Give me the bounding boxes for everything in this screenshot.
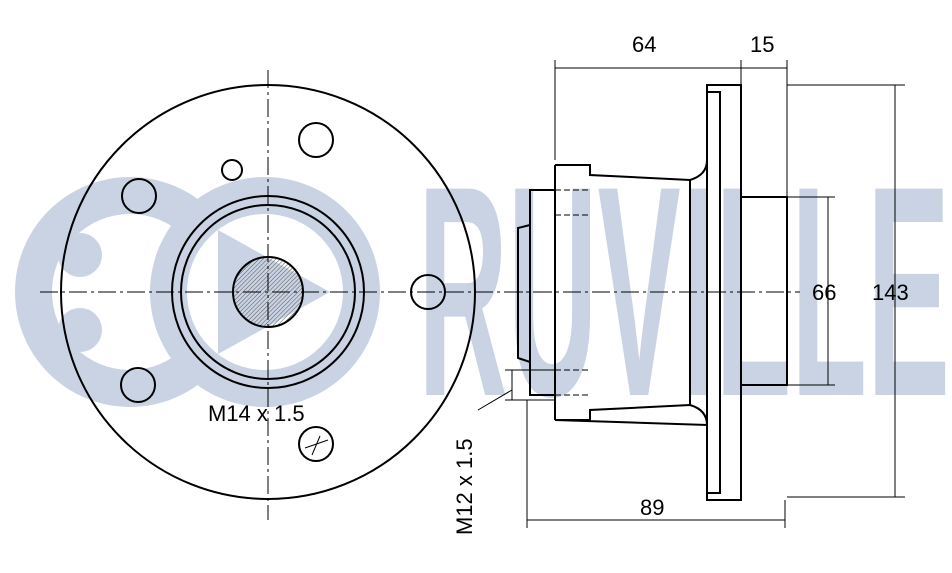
front-view: M14 x 1.5 [40, 70, 552, 520]
center-thread-label: M14 x 1.5 [208, 401, 305, 426]
dim-89: 89 [640, 495, 664, 520]
bolt-hole [298, 122, 334, 158]
dim-143: 143 [872, 280, 909, 305]
brand-watermark: RUVILLE [418, 123, 950, 459]
dim-15: 15 [750, 32, 774, 57]
dim-66: 66 [812, 280, 836, 305]
bolt-thread-label: M12 x 1.5 [452, 438, 477, 535]
ruville-logo-watermark: RUVILLE [15, 123, 950, 459]
side-view [505, 84, 800, 501]
bolt-hole [298, 426, 334, 462]
dim-64: 64 [632, 32, 656, 57]
bolt-hole [121, 178, 157, 214]
bolt-hole [120, 367, 156, 403]
dimension-lines: 64 15 143 66 89 M12 x 1.5 [452, 32, 909, 535]
small-hole [221, 159, 243, 181]
